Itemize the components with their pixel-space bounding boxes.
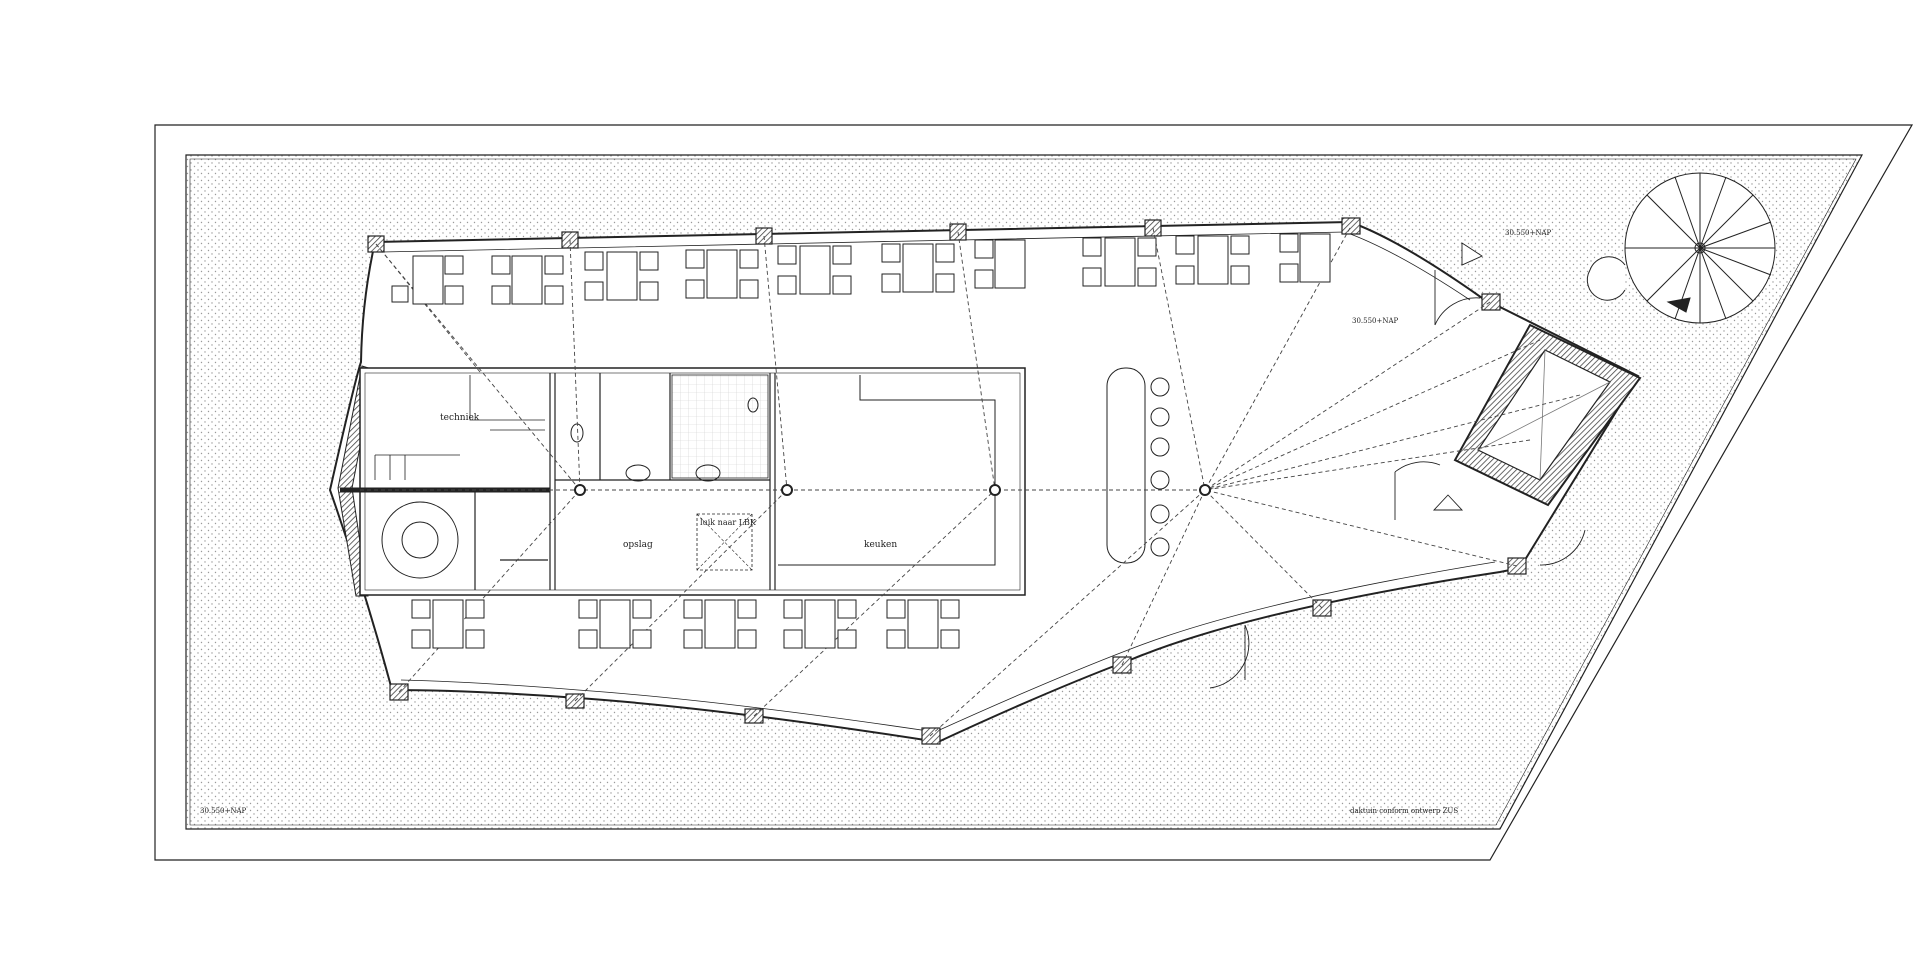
hatch-to-lbk: [696, 513, 753, 571]
toilet-3: [695, 464, 721, 482]
tiled-washroom: [671, 374, 769, 479]
spiral-stair-core: [401, 521, 439, 559]
techniek-stairs: [374, 375, 545, 480]
hatch-to-lbk-x: [696, 513, 753, 571]
label-keuken: keuken: [864, 540, 897, 550]
label-opslag: opslag: [623, 540, 653, 550]
east-stair-core-x: [1477, 349, 1611, 481]
service-block-inner: [364, 372, 1021, 591]
doors: [1209, 242, 1586, 689]
spiral-stair-inner: [381, 501, 459, 579]
bar-counter: [1106, 367, 1146, 564]
label-level-top-right: 30.550+NAP: [1505, 229, 1552, 237]
external-spiral-stair: [1586, 172, 1776, 324]
roof-garden-inner-edge: [189, 158, 1857, 826]
bar-stools: [1150, 377, 1170, 557]
label-level-bottom-left: 30.550+NAP: [200, 807, 247, 815]
label-roof-note: daktuin conform ontwerp ZUS: [1350, 807, 1458, 815]
label-techniek: techniek: [440, 413, 480, 423]
tables-north: [391, 233, 1331, 305]
structure-nodes: [574, 484, 1211, 496]
label-luik-naar-lbk: luik naar LBK: [700, 518, 757, 527]
kitchen-counter: [778, 375, 996, 566]
sink: [747, 397, 759, 413]
label-level-room: 30.550+NAP: [1352, 317, 1399, 325]
service-partitions: [474, 373, 776, 590]
toilet-2: [625, 464, 651, 482]
tables-south: [411, 599, 960, 649]
